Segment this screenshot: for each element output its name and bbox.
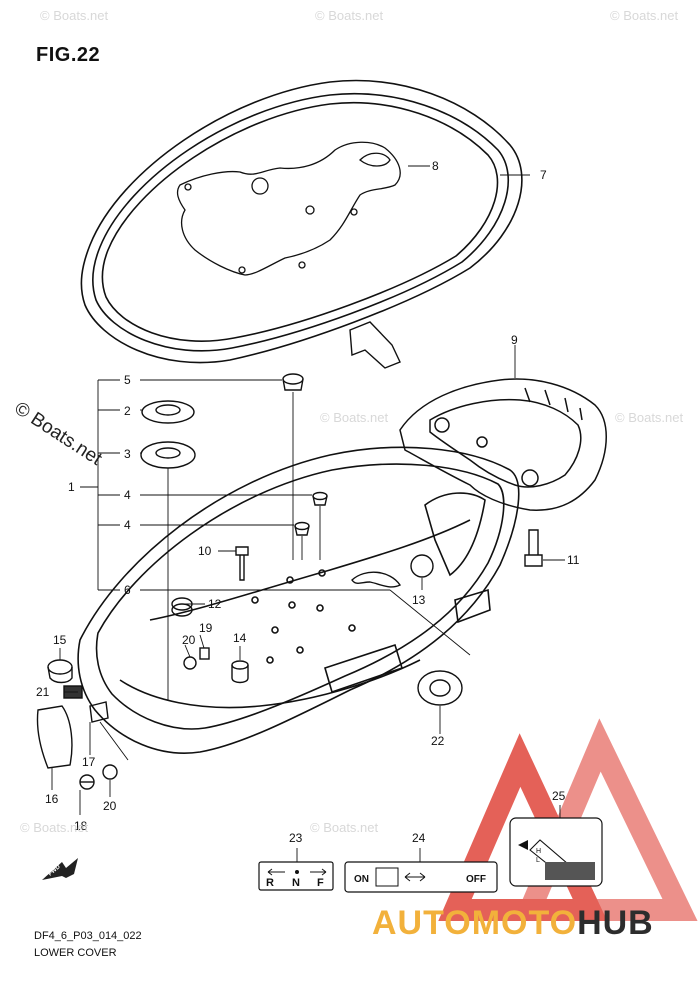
callout-23: 23 — [289, 831, 303, 845]
brand-logo: AUTOMOTOHUB — [372, 904, 654, 943]
watermark: © Boats.net — [320, 410, 389, 425]
oil-decal — [509, 817, 603, 887]
switch-decal — [344, 861, 498, 893]
watermark: © Boats.net — [20, 820, 89, 835]
callout-18: 18 — [74, 819, 88, 833]
callout-4: 4 — [124, 488, 131, 502]
brand-text-b: HUB — [577, 904, 654, 942]
callout-24: 24 — [412, 831, 426, 845]
watermark: © Boats.net — [615, 410, 684, 425]
callout-5: 5 — [124, 373, 131, 387]
callout-12: 12 — [208, 597, 222, 611]
seal-ring — [80, 79, 523, 364]
callout-16: 16 — [45, 792, 59, 806]
figure-code: DF4_6_P03_014_022 — [34, 930, 142, 942]
watermark: © Boats.net — [310, 820, 379, 835]
callout-3: 3 — [124, 447, 131, 461]
callout-10: 10 — [198, 544, 212, 558]
watermark: © Boats.net — [610, 8, 679, 23]
callout-numbers: 1 2 3 4 4 5 6 7 8 9 10 11 12 13 14 15 16… — [36, 159, 580, 845]
oil-h-label: H — [536, 848, 541, 855]
callout-22: 22 — [431, 734, 445, 748]
handle — [399, 378, 607, 511]
callout-17: 17 — [82, 755, 96, 769]
switch-on-label: ON — [354, 874, 369, 885]
callout-13: 13 — [412, 593, 426, 607]
callout-20: 20 — [182, 633, 196, 647]
shift-r-label: R — [266, 877, 274, 889]
brand-text-a: AUTOMOTO — [372, 904, 578, 942]
callout-11: 11 — [567, 553, 580, 567]
callout-25: 25 — [552, 789, 566, 803]
callout-1: 1 — [68, 480, 75, 494]
oil-l-label: L — [536, 857, 540, 864]
leader-lines — [51, 165, 565, 862]
callout-19: 19 — [199, 621, 213, 635]
callout-6: 6 — [124, 583, 131, 597]
callout-4: 4 — [124, 518, 131, 532]
callout-20: 20 — [103, 799, 117, 813]
shift-decal — [258, 861, 334, 891]
watermark: © Boats.net — [315, 8, 384, 23]
figure-label: FIG.22 — [36, 44, 101, 66]
watermark: © Boats.net — [40, 8, 109, 23]
callout-8: 8 — [432, 159, 439, 173]
switch-off-label: OFF — [466, 874, 486, 885]
callout-9: 9 — [511, 333, 518, 347]
shift-n-label: N — [292, 877, 300, 889]
gasket — [176, 141, 401, 276]
callout-15: 15 — [53, 633, 67, 647]
callout-2: 2 — [124, 404, 131, 418]
lower-cover-tray — [77, 446, 520, 754]
shift-f-label: F — [317, 877, 324, 889]
small-parts — [36, 373, 543, 790]
callout-21: 21 — [36, 685, 50, 699]
bracket — [349, 321, 402, 588]
fwd-arrow-icon — [42, 858, 78, 880]
callout-14: 14 — [233, 631, 247, 645]
callout-7: 7 — [540, 168, 547, 182]
figure-name: LOWER COVER — [34, 947, 117, 959]
